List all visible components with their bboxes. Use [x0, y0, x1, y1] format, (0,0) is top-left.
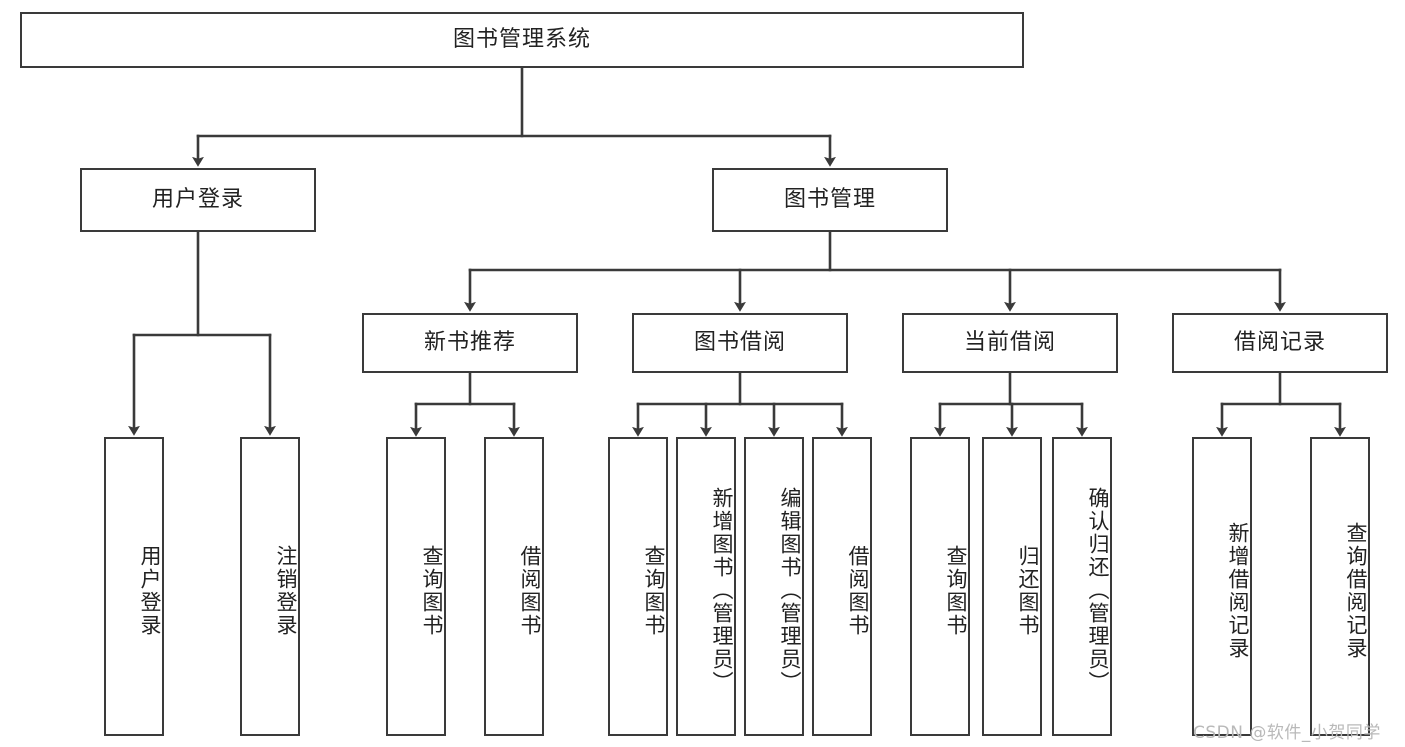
node-book-borrow-label: 图书借阅: [693, 329, 786, 355]
csdn-watermark: CSDN @软件_小贺同学: [1193, 718, 1381, 743]
node-leaf-edit-book[interactable]: 编辑图书（管理员）: [744, 437, 804, 736]
node-leaf-confirm-return[interactable]: 确认归还（管理员）: [1052, 437, 1112, 736]
node-book-management-label: 图书管理: [783, 186, 876, 212]
node-leaf-query-book-3-label: 查询图书: [944, 544, 968, 637]
node-book-management[interactable]: 图书管理: [712, 168, 948, 232]
node-leaf-query-book-2-label: 查询图书: [642, 544, 666, 637]
node-leaf-add-book-label: 新增图书（管理员）: [710, 487, 734, 694]
node-leaf-query-book-1-label: 查询图书: [420, 544, 444, 637]
node-leaf-add-borrow-record[interactable]: 新增借阅记录: [1192, 437, 1252, 736]
node-current-borrow[interactable]: 当前借阅: [902, 313, 1118, 373]
node-leaf-borrow-book-1-label: 借阅图书: [518, 544, 542, 637]
node-leaf-add-borrow-record-label: 新增借阅记录: [1226, 521, 1250, 660]
node-leaf-query-book-2[interactable]: 查询图书: [608, 437, 668, 736]
node-leaf-query-borrow-record[interactable]: 查询借阅记录: [1310, 437, 1370, 736]
node-leaf-add-book[interactable]: 新增图书（管理员）: [676, 437, 736, 736]
node-leaf-borrow-book-2-label: 借阅图书: [846, 544, 870, 637]
node-root[interactable]: 图书管理系统: [20, 12, 1024, 68]
node-book-borrow[interactable]: 图书借阅: [632, 313, 848, 373]
node-leaf-confirm-return-label: 确认归还（管理员）: [1086, 487, 1110, 694]
node-leaf-user-login[interactable]: 用户登录: [104, 437, 164, 736]
node-leaf-query-book-3[interactable]: 查询图书: [910, 437, 970, 736]
node-leaf-query-borrow-record-label: 查询借阅记录: [1344, 521, 1368, 660]
node-new-book-recommend-label: 新书推荐: [423, 329, 516, 355]
node-leaf-return-book[interactable]: 归还图书: [982, 437, 1042, 736]
node-leaf-borrow-book-2[interactable]: 借阅图书: [812, 437, 872, 736]
node-leaf-return-book-label: 归还图书: [1016, 544, 1040, 637]
node-borrow-record-label: 借阅记录: [1233, 329, 1326, 355]
node-leaf-user-login-label: 用户登录: [138, 544, 162, 637]
node-leaf-logout-login[interactable]: 注销登录: [240, 437, 300, 736]
node-user-login-label: 用户登录: [151, 186, 244, 212]
node-root-label: 图书管理系统: [452, 26, 591, 52]
node-leaf-query-book-1[interactable]: 查询图书: [386, 437, 446, 736]
node-leaf-logout-login-label: 注销登录: [274, 544, 298, 637]
node-user-login[interactable]: 用户登录: [80, 168, 316, 232]
csdn-watermark-text: CSDN @软件_小贺同学: [1193, 723, 1381, 743]
node-new-book-recommend[interactable]: 新书推荐: [362, 313, 578, 373]
node-current-borrow-label: 当前借阅: [963, 329, 1056, 355]
node-leaf-borrow-book-1[interactable]: 借阅图书: [484, 437, 544, 736]
node-borrow-record[interactable]: 借阅记录: [1172, 313, 1388, 373]
node-leaf-edit-book-label: 编辑图书（管理员）: [778, 487, 802, 694]
